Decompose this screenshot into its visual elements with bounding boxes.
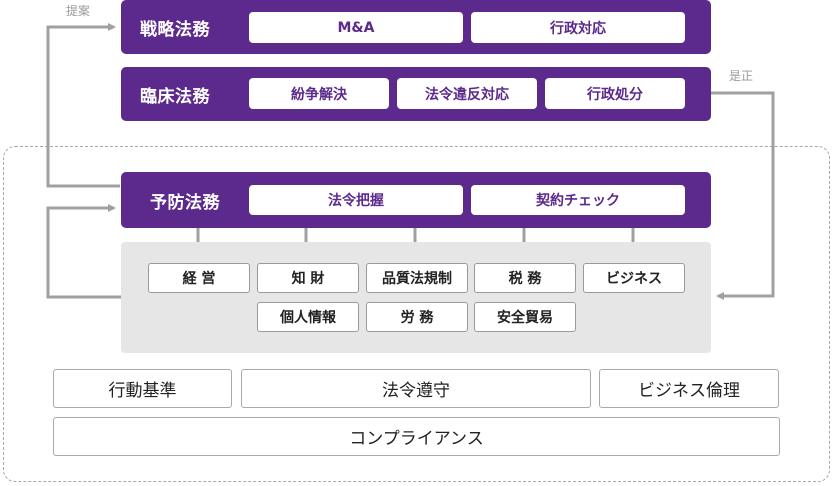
area-labor: 労 務 [366, 302, 468, 332]
legal-compliance: 法令遵守 [241, 369, 591, 408]
strategic-legal-band: 戦略法務 M&A 行政対応 [121, 0, 711, 54]
area-quality-regulation: 品質法規制 [366, 263, 468, 293]
compliance-base: コンプライアンス [53, 417, 780, 456]
clinical-item-dispute: 紛争解決 [249, 78, 389, 109]
legal-areas-panel [121, 242, 711, 353]
preventive-item-contract-check: 契約チェック [471, 185, 685, 215]
area-intellectual-property: 知 財 [257, 263, 359, 293]
clinical-legal-band: 臨床法務 紛争解決 法令違反対応 行政処分 [121, 67, 711, 121]
correction-arrow [711, 91, 775, 300]
area-business: ビジネス [583, 263, 685, 293]
area-trade-security: 安全貿易 [474, 302, 576, 332]
area-tax: 税 務 [474, 263, 576, 293]
clinical-item-violation: 法令違反対応 [397, 78, 537, 109]
feedback-arrow [46, 204, 121, 299]
area-management: 経 営 [148, 263, 250, 293]
clinical-legal-title: 臨床法務 [140, 86, 210, 107]
preventive-legal-title: 予防法務 [150, 192, 220, 213]
proposal-arrow [46, 23, 120, 188]
business-ethics: ビジネス倫理 [599, 369, 779, 408]
correction-label: 是正 [729, 69, 754, 83]
compliance-scope-frame [3, 146, 830, 482]
preventive-legal-band: 予防法務 法令把握 契約チェック [121, 172, 711, 228]
strategic-legal-title: 戦略法務 [140, 19, 210, 40]
strategic-item-ma: M&A [249, 12, 463, 43]
area-personal-information: 個人情報 [257, 302, 359, 332]
code-of-conduct: 行動基準 [53, 369, 232, 408]
preventive-item-law-grasp: 法令把握 [249, 185, 463, 215]
strategic-item-administrative: 行政対応 [471, 12, 685, 43]
clinical-item-disposition: 行政処分 [545, 78, 685, 109]
proposal-label: 提案 [66, 4, 91, 18]
